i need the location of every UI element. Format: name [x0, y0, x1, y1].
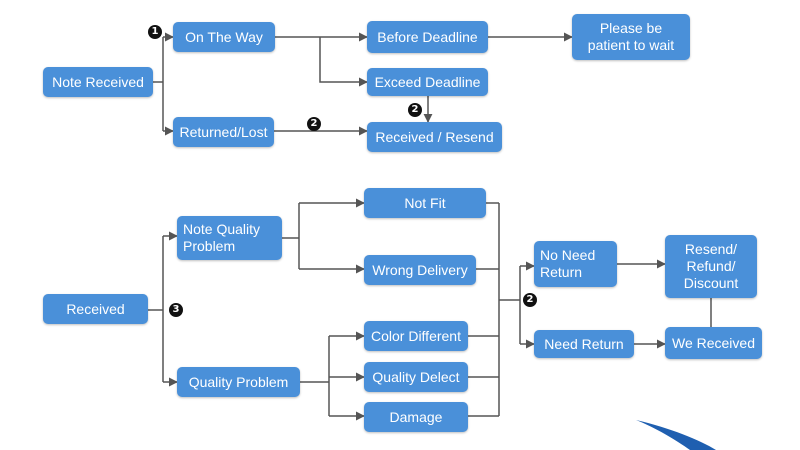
edge-on-the-way-to-exceed-deadline [319, 37, 368, 87]
node-note-quality-problem: Note Quality Problem [177, 216, 282, 260]
node-need-return: Need Return [534, 330, 634, 358]
node-not-fit: Not Fit [364, 188, 486, 218]
node-returned-lost: Returned/Lost [173, 117, 274, 147]
step-badge-2-exceed: 2 [408, 103, 422, 117]
node-note-received: Note Received [43, 67, 153, 97]
step-badge-3: 3 [169, 303, 183, 317]
node-exceed-deadline: Exceed Deadline [367, 68, 488, 96]
node-on-the-way: On The Way [173, 22, 275, 52]
node-we-received: We Received [665, 327, 762, 359]
node-damage: Damage [364, 402, 468, 432]
decorative-swoosh [636, 420, 716, 450]
step-badge-1: 1 [148, 25, 162, 39]
node-resend-refund-discount: Resend/ Refund/ Discount [665, 235, 757, 298]
node-quality-problem: Quality Problem [177, 367, 300, 397]
step-badge-2-return: 2 [523, 293, 537, 307]
node-wrong-delivery: Wrong Delivery [364, 255, 476, 285]
node-no-need-return: No Need Return [534, 241, 617, 287]
node-please-wait: Please be patient to wait [572, 14, 690, 60]
step-badge-2-returned: 2 [307, 117, 321, 131]
node-before-deadline: Before Deadline [367, 21, 488, 53]
node-quality-delect: Quality Delect [364, 362, 468, 392]
node-received-resend: Received / Resend [367, 122, 502, 152]
node-received: Received [43, 294, 148, 324]
node-color-different: Color Different [364, 321, 468, 351]
